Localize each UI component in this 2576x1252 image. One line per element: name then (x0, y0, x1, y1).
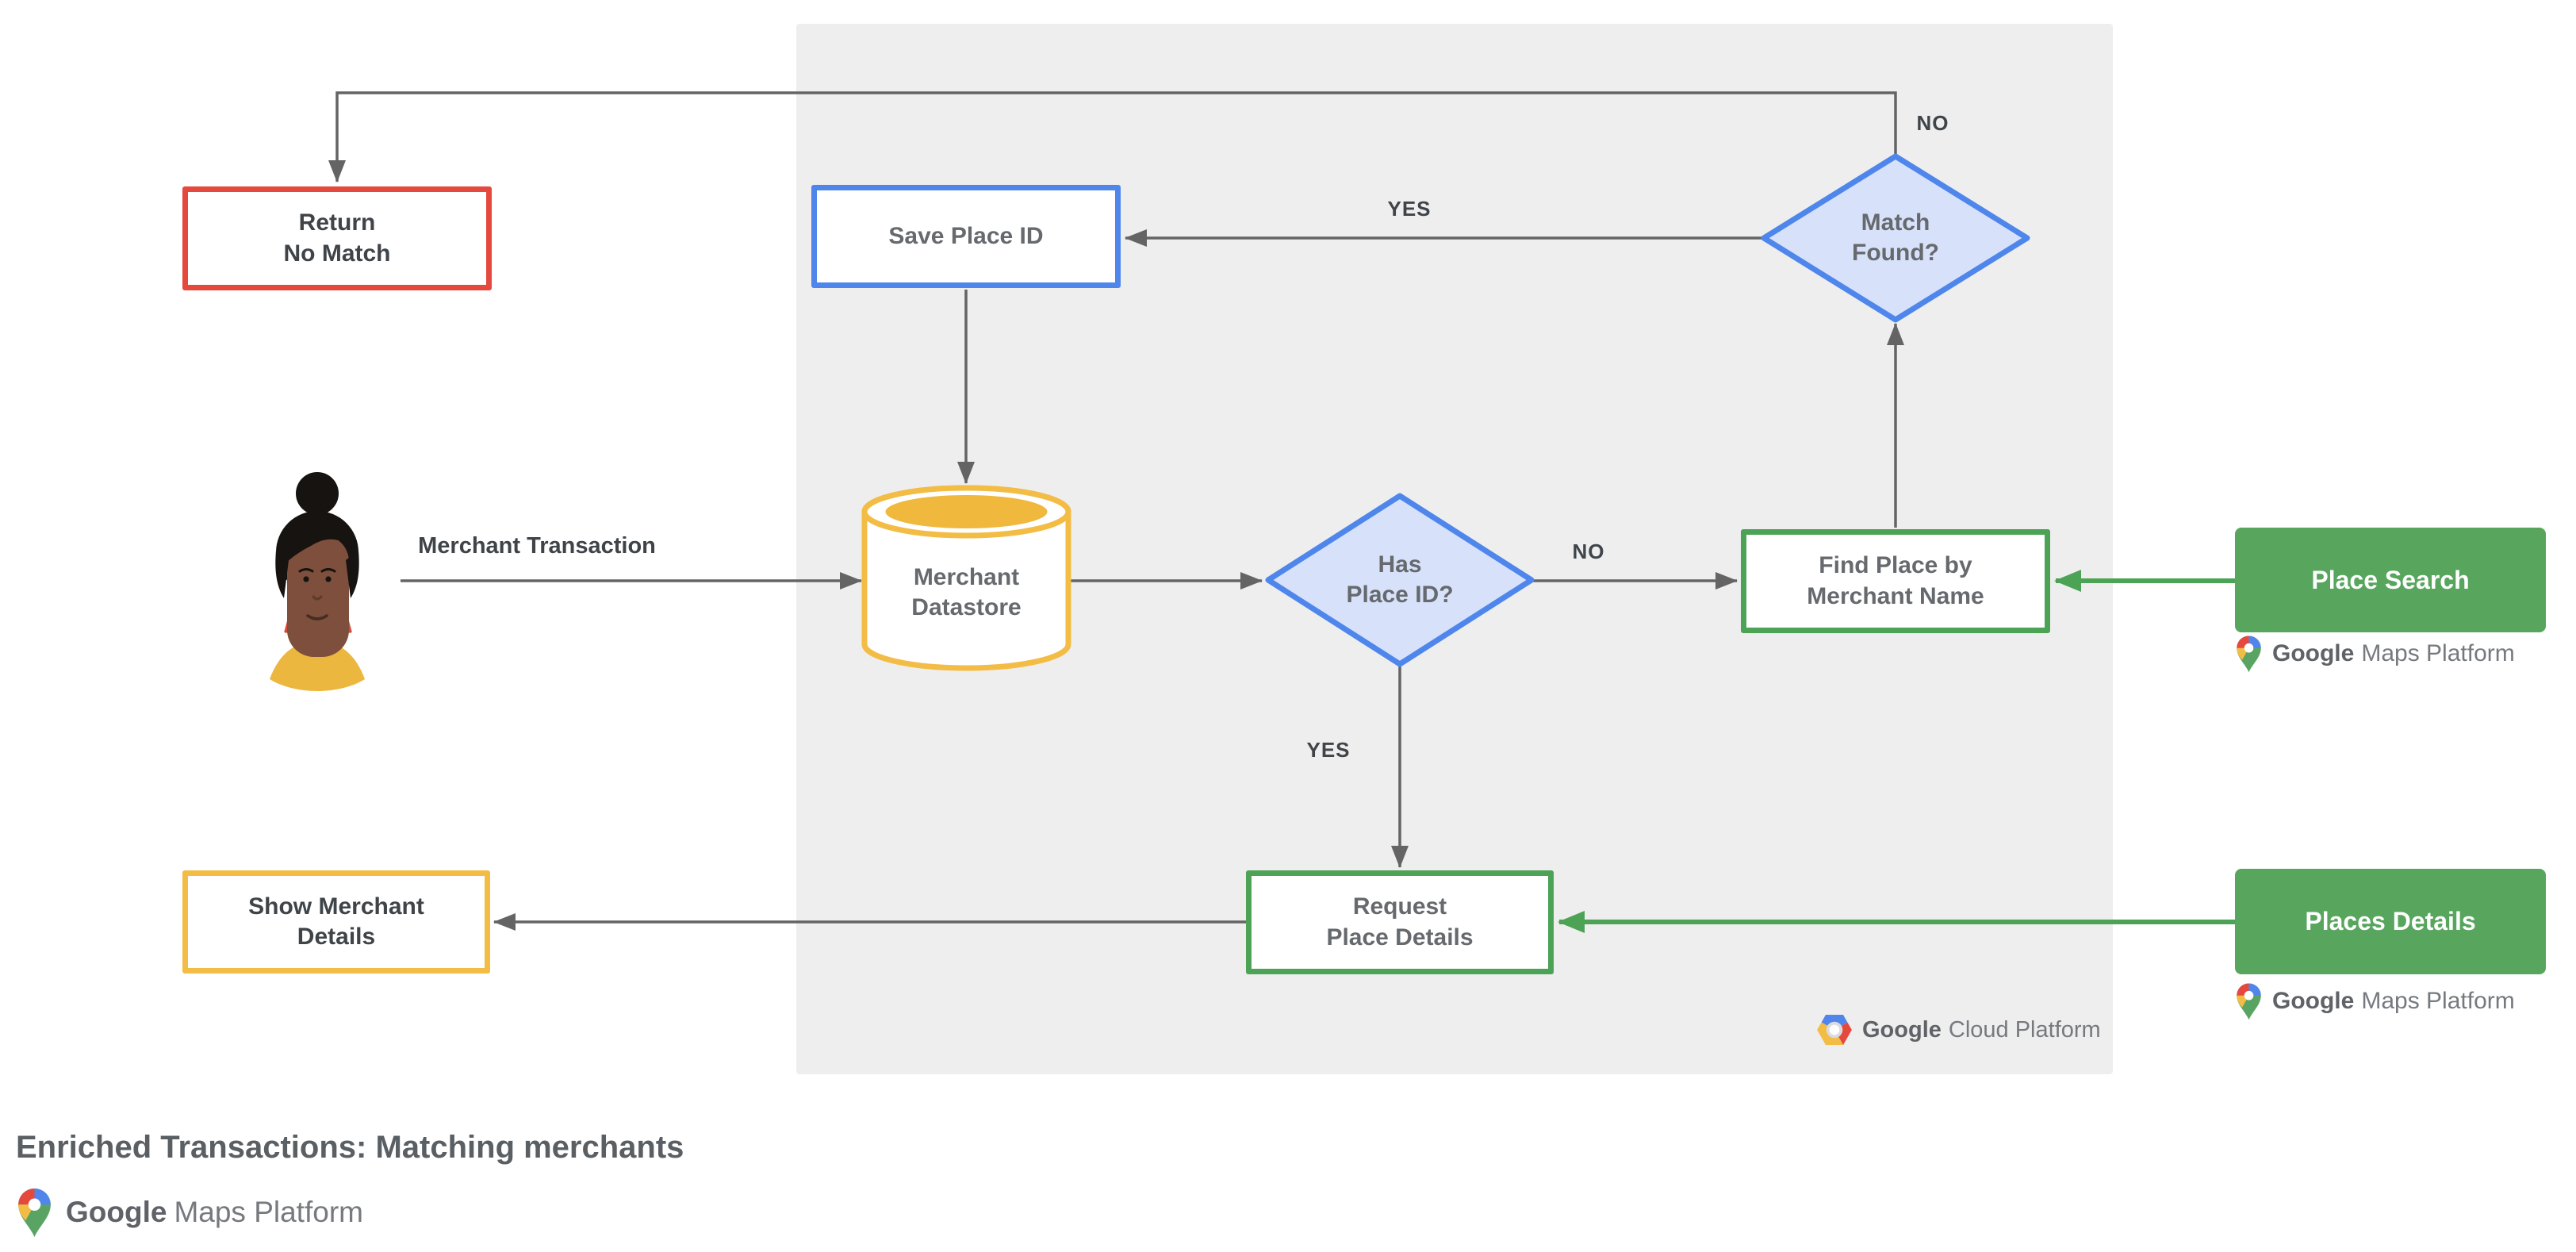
has-place-id-label: Has Place ID? (1346, 551, 1454, 608)
find-place-label: Find Place by Merchant Name (1807, 552, 1984, 609)
merchant-datastore-label: Merchant Datastore (911, 563, 1022, 620)
logo-product-text: Maps Platform (2361, 988, 2515, 1014)
customer-avatar (270, 472, 365, 691)
match-found-no-label: NO (1916, 111, 1949, 135)
logo-product-text: Cloud Platform (1948, 1016, 2101, 1043)
has-place-id-no-label: NO (1572, 540, 1605, 563)
place-search-maps-platform-logo: Google Maps Platform (2235, 635, 2515, 673)
find-place-node: Find Place by Merchant Name (1741, 529, 2050, 633)
logo-product-text: Maps Platform (2361, 640, 2515, 666)
show-merchant-details-label: Show Merchant Details (248, 893, 424, 950)
request-place-details-label: Request Place Details (1326, 893, 1474, 951)
logo-google-text: Google (66, 1196, 167, 1228)
has-place-id-diamond (1265, 493, 1535, 667)
maps-pin-icon (18, 1188, 51, 1238)
places-details-label: Places Details (2305, 907, 2476, 936)
diagram-title: Enriched Transactions: Matching merchant… (16, 1130, 684, 1165)
footer-maps-platform-logo: Google Maps Platform (16, 1187, 363, 1238)
return-no-match-label: Return No Match (283, 209, 391, 267)
logo-product-text: Maps Platform (174, 1196, 363, 1228)
merchant-transaction-label: Merchant Transaction (418, 533, 656, 559)
maps-pin-icon (2237, 983, 2261, 1020)
cloud-hexagon-icon (1817, 1014, 1852, 1046)
return-no-match-node: Return No Match (182, 186, 492, 290)
google-cloud-platform-logo: Google Cloud Platform (1816, 1014, 2101, 1046)
logo-google-text: Google (2272, 640, 2355, 666)
save-place-id-label: Save Place ID (888, 222, 1044, 249)
logo-google-text: Google (1862, 1016, 1942, 1043)
places-details-maps-platform-logo: Google Maps Platform (2235, 982, 2515, 1020)
maps-pin-icon (2237, 636, 2261, 673)
match-found-diamond (1761, 153, 2030, 323)
match-found-label: Match Found? (1852, 209, 1939, 266)
match-found-yes-label: YES (1387, 197, 1432, 221)
place-search-api-node: Place Search (2235, 528, 2546, 632)
places-details-api-node: Places Details (2235, 869, 2546, 974)
has-place-id-yes-label: YES (1306, 738, 1351, 762)
logo-google-text: Google (2272, 988, 2355, 1014)
request-place-details-node: Request Place Details (1246, 870, 1554, 974)
edge-match-no-to-return (328, 91, 1897, 182)
place-search-label: Place Search (2311, 565, 2470, 594)
save-place-id-node: Save Place ID (811, 185, 1121, 288)
merchant-datastore-cylinder (861, 485, 1071, 671)
show-merchant-details-node: Show Merchant Details (182, 870, 490, 974)
